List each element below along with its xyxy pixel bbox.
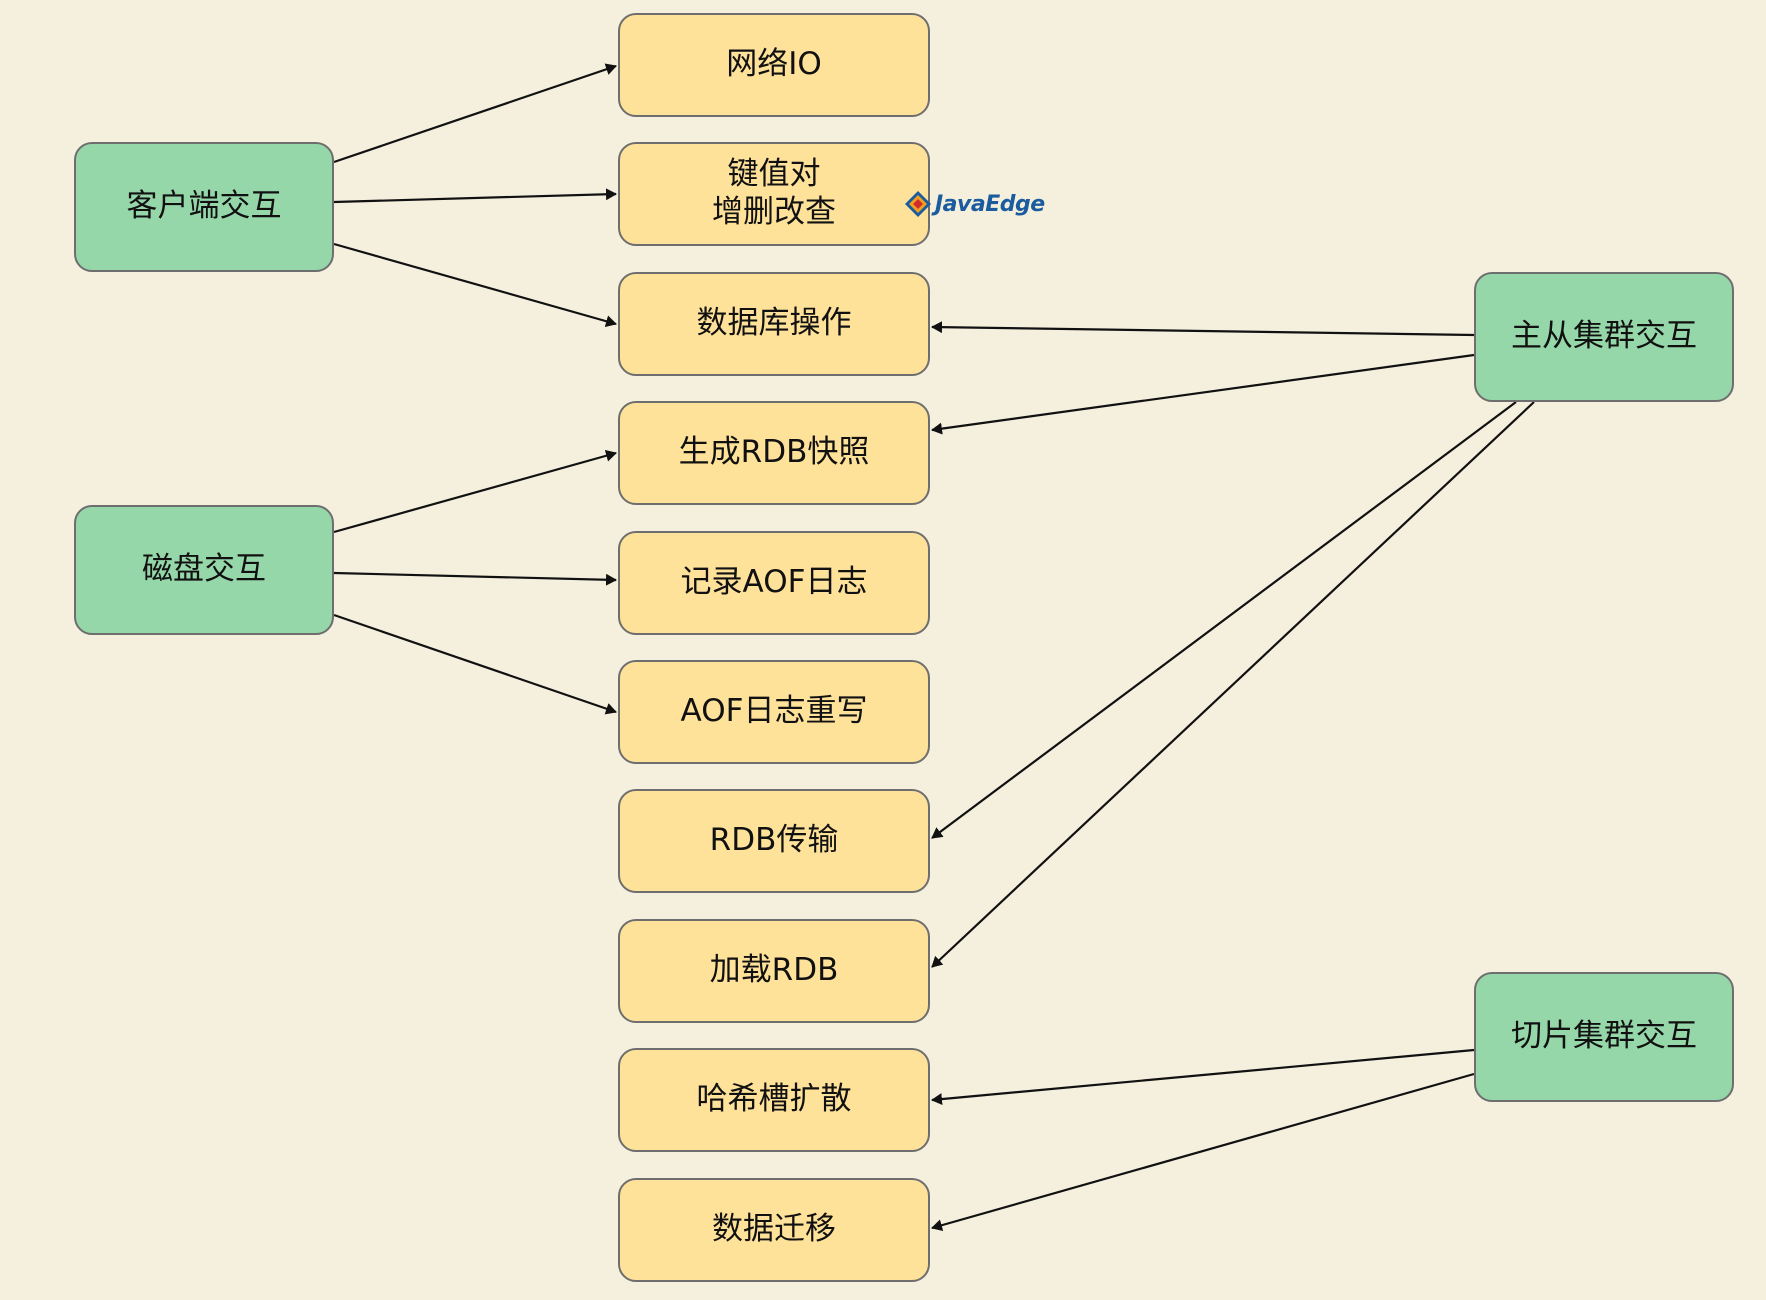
javaedge-logo-icon [905,191,931,217]
arrow-disk-to-rdb-snapshot [333,449,617,534]
master-slave-cluster-node[interactable]: 主从集群交互 [1474,272,1734,402]
arrow-sharding-to-hash-slot [931,1048,1475,1106]
arrow-master-slave-to-rdb-snapshot [931,353,1475,435]
watermark-text: JavaEdge [935,191,1045,217]
arrow-disk-to-aof-log [333,571,617,586]
client-interaction-node[interactable]: 客户端交互 [74,142,334,272]
arrow-disk-to-aof-rewrite [333,613,617,715]
load-rdb-node[interactable]: 加载RDB [618,919,930,1023]
javaedge-watermark: JavaEdge [904,190,1045,218]
disk-interaction-node[interactable]: 磁盘交互 [74,505,334,635]
arrow-master-slave-to-load-rdb [931,401,1535,968]
arrow-client-to-kv-crud [333,188,617,204]
rdb-snapshot-node[interactable]: 生成RDB快照 [618,401,930,505]
network-io-node[interactable]: 网络IO [618,13,930,117]
rdb-transfer-node[interactable]: RDB传输 [618,789,930,893]
sharding-cluster-node[interactable]: 切片集群交互 [1474,972,1734,1102]
arrow-sharding-to-data-migration [931,1072,1475,1232]
arrow-master-slave-to-rdb-transfer [931,401,1517,839]
db-ops-node[interactable]: 数据库操作 [618,272,930,376]
aof-log-node[interactable]: 记录AOF日志 [618,531,930,635]
arrow-client-to-network-io [333,63,617,164]
hash-slot-node[interactable]: 哈希槽扩散 [618,1048,930,1152]
data-migration-node[interactable]: 数据迁移 [618,1178,930,1282]
arrow-master-slave-to-db-ops [931,321,1475,337]
aof-rewrite-node[interactable]: AOF日志重写 [618,660,930,764]
arrow-client-to-db-ops [333,242,617,328]
kv-crud-node[interactable]: 键值对 增删改查 [618,142,930,246]
